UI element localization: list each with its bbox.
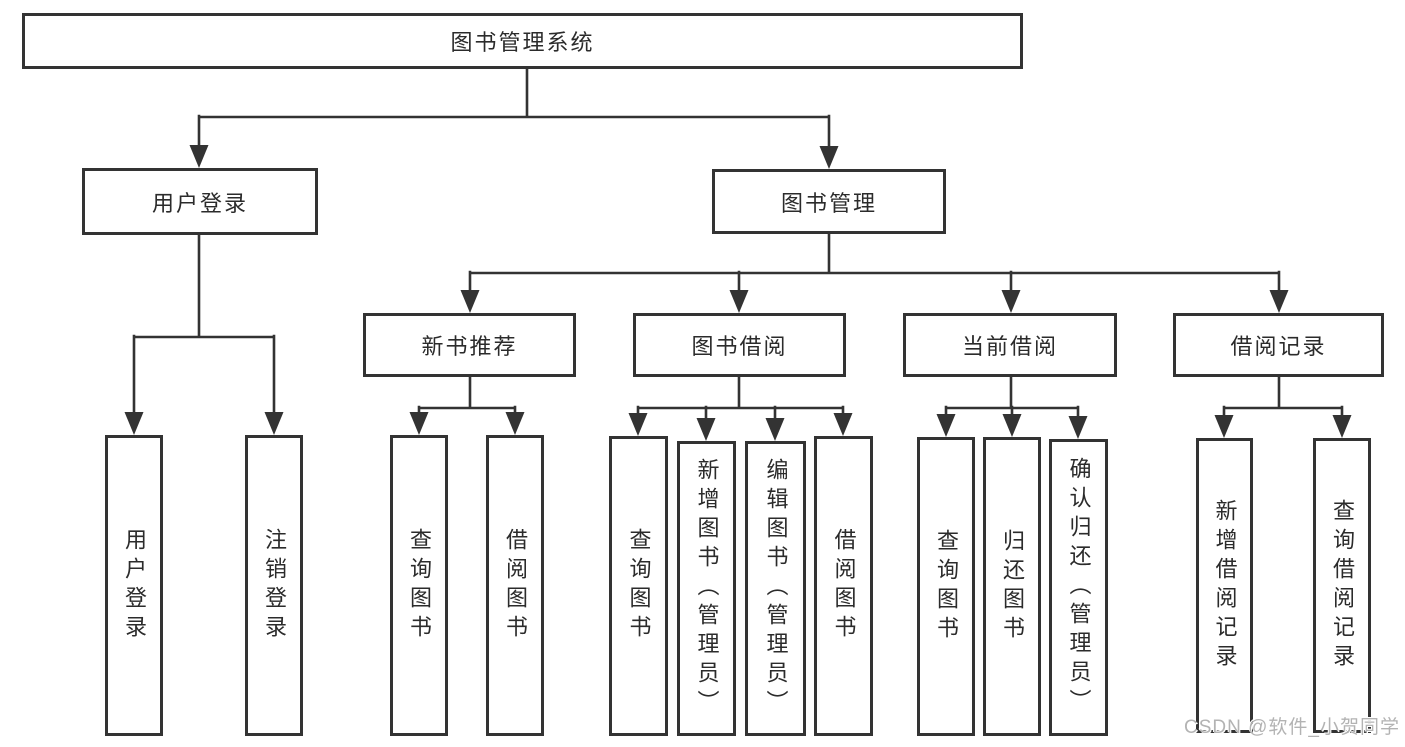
node-book-borrow: 图书借阅	[633, 313, 846, 377]
node-borrow-records-label: 借阅记录	[1230, 334, 1327, 359]
leaf-add-books-admin: 新增图书（管理员）	[677, 441, 736, 736]
leaf-user-login-label: 用户登录	[122, 527, 147, 644]
node-current-borrow-label: 当前借阅	[961, 334, 1058, 359]
node-new-book-recommend-label: 新书推荐	[421, 334, 518, 359]
node-book-borrow-label: 图书借阅	[691, 334, 788, 359]
leaf-edit-books-admin-label: 编辑图书（管理员）	[763, 458, 789, 719]
leaf-return-books-label: 归还图书	[1000, 528, 1025, 645]
node-user-login-label: 用户登录	[151, 190, 248, 216]
leaf-query-books-3-label: 查询图书	[934, 528, 959, 645]
node-current-borrow: 当前借阅	[903, 313, 1117, 377]
leaf-confirm-return-admin-label: 确认归还（管理员）	[1066, 457, 1092, 718]
node-new-book-recommend: 新书推荐	[363, 313, 576, 377]
node-user-login: 用户登录	[82, 168, 318, 235]
leaf-borrow-books-2: 借阅图书	[814, 436, 873, 736]
leaf-edit-books-admin: 编辑图书（管理员）	[745, 441, 806, 736]
node-borrow-records: 借阅记录	[1173, 313, 1384, 377]
leaf-borrow-books-1: 借阅图书	[486, 435, 544, 736]
node-root-label: 图书管理系统	[450, 30, 595, 55]
leaf-borrow-books-1-label: 借阅图书	[503, 527, 528, 644]
leaf-user-login: 用户登录	[105, 435, 163, 736]
node-book-management: 图书管理	[712, 169, 946, 234]
leaf-add-books-admin-label: 新增图书（管理员）	[694, 458, 720, 719]
leaf-query-books-1-label: 查询图书	[407, 527, 432, 644]
csdn-watermark: CSDN @软件_小贺同学	[1184, 717, 1400, 738]
leaf-logout: 注销登录	[245, 435, 303, 736]
leaf-query-books-2: 查询图书	[609, 436, 668, 736]
leaf-query-books-1: 查询图书	[390, 435, 448, 736]
leaf-return-books: 归还图书	[983, 437, 1041, 736]
node-book-management-label: 图书管理	[780, 190, 877, 216]
leaf-query-borrow-record: 查询借阅记录	[1313, 438, 1371, 733]
leaf-query-borrow-record-label: 查询借阅记录	[1330, 498, 1355, 673]
leaf-logout-label: 注销登录	[262, 527, 287, 644]
leaf-query-books-2-label: 查询图书	[626, 528, 652, 644]
leaf-query-books-3: 查询图书	[917, 437, 975, 736]
leaf-add-borrow-record: 新增借阅记录	[1196, 438, 1253, 733]
leaf-add-borrow-record-label: 新增借阅记录	[1212, 498, 1238, 673]
leaf-borrow-books-2-label: 借阅图书	[831, 528, 857, 644]
node-root: 图书管理系统	[22, 13, 1023, 69]
leaf-confirm-return-admin: 确认归还（管理员）	[1049, 439, 1108, 736]
